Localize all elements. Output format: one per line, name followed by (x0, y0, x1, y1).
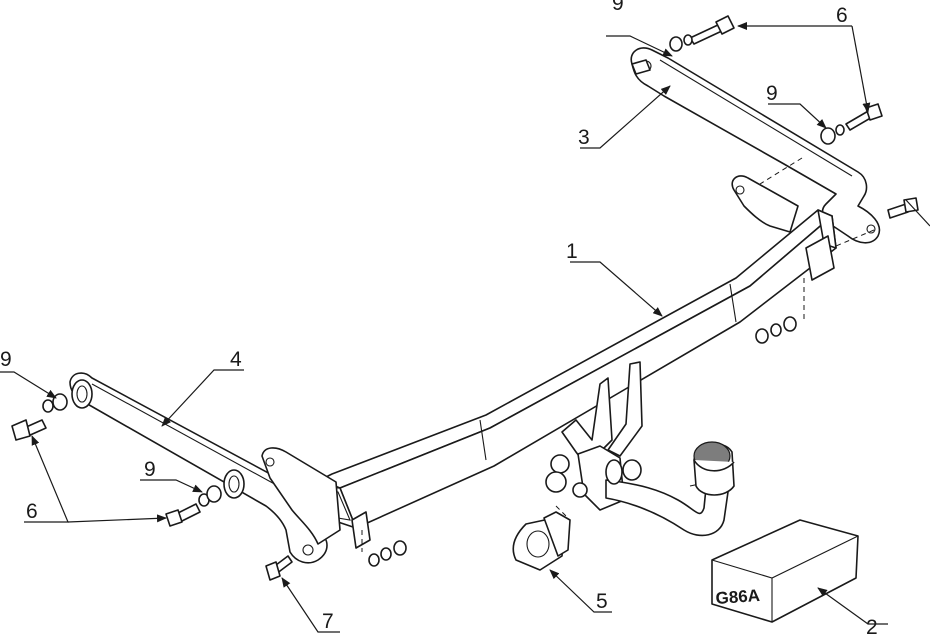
callout-leaders (0, 22, 930, 633)
bolt-top-right (689, 15, 735, 45)
callout-5: 5 (596, 590, 608, 613)
washers-top-right (631, 34, 693, 75)
bolt-right-mid (845, 103, 883, 131)
bolt-bottom (265, 555, 293, 581)
right-side-bracket (630, 47, 881, 244)
tow-bar-crossbeam (319, 209, 837, 549)
fitting-kit-box (711, 519, 859, 623)
callout-6-top: 6 (836, 4, 848, 27)
callout-9-mid: 9 (144, 458, 156, 481)
nuts-right-drop (755, 316, 797, 344)
callout-3: 3 (578, 126, 590, 149)
assembly-guide-lines (361, 157, 875, 552)
washers-left-lower (198, 485, 222, 507)
towball-swan-neck (605, 441, 735, 537)
callout-9-right: 9 (766, 82, 778, 105)
callout-6-left: 6 (26, 500, 38, 523)
callout-1: 1 (566, 240, 578, 263)
callout-9-top: 9 (612, 0, 624, 15)
bolt-left-lower (165, 503, 201, 527)
left-side-bracket (69, 372, 341, 564)
callout-7: 7 (322, 610, 334, 633)
electrical-socket-plate (512, 511, 571, 571)
washers-right-mid (820, 124, 845, 145)
callout-4: 4 (230, 348, 242, 371)
callout-9-left: 9 (0, 348, 12, 371)
nuts-left-drop (368, 540, 407, 567)
kit-code-label: G86A (715, 586, 761, 608)
bolt-left-upper (11, 419, 47, 441)
callout-2: 2 (866, 616, 878, 639)
